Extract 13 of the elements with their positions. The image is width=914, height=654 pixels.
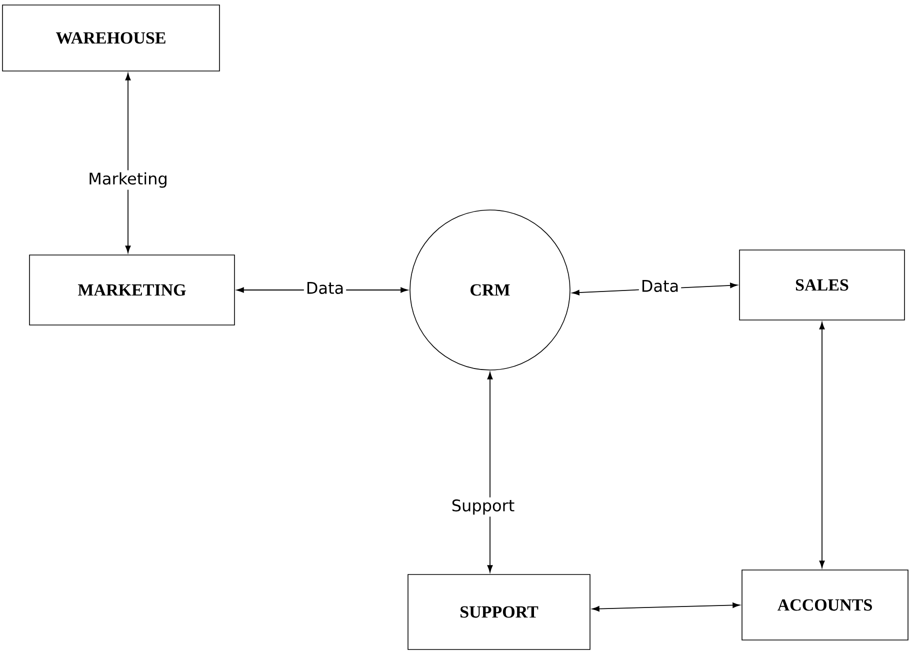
entity-box: SALES <box>739 250 905 320</box>
edge-label: Data <box>638 278 682 294</box>
connector-arrow <box>819 322 825 568</box>
entity-box: ACCOUNTS <box>742 570 908 640</box>
edge-label: Data <box>304 280 346 296</box>
edge-label: Marketing <box>86 170 170 190</box>
connector-arrow <box>125 73 131 253</box>
entity-box: SUPPORT <box>408 574 590 650</box>
connector-arrow <box>592 602 740 612</box>
entity-box: MARKETING <box>29 254 235 326</box>
connector-arrow <box>487 372 493 572</box>
edge-label: Support <box>449 497 517 517</box>
entity-box: WAREHOUSE <box>2 4 220 72</box>
